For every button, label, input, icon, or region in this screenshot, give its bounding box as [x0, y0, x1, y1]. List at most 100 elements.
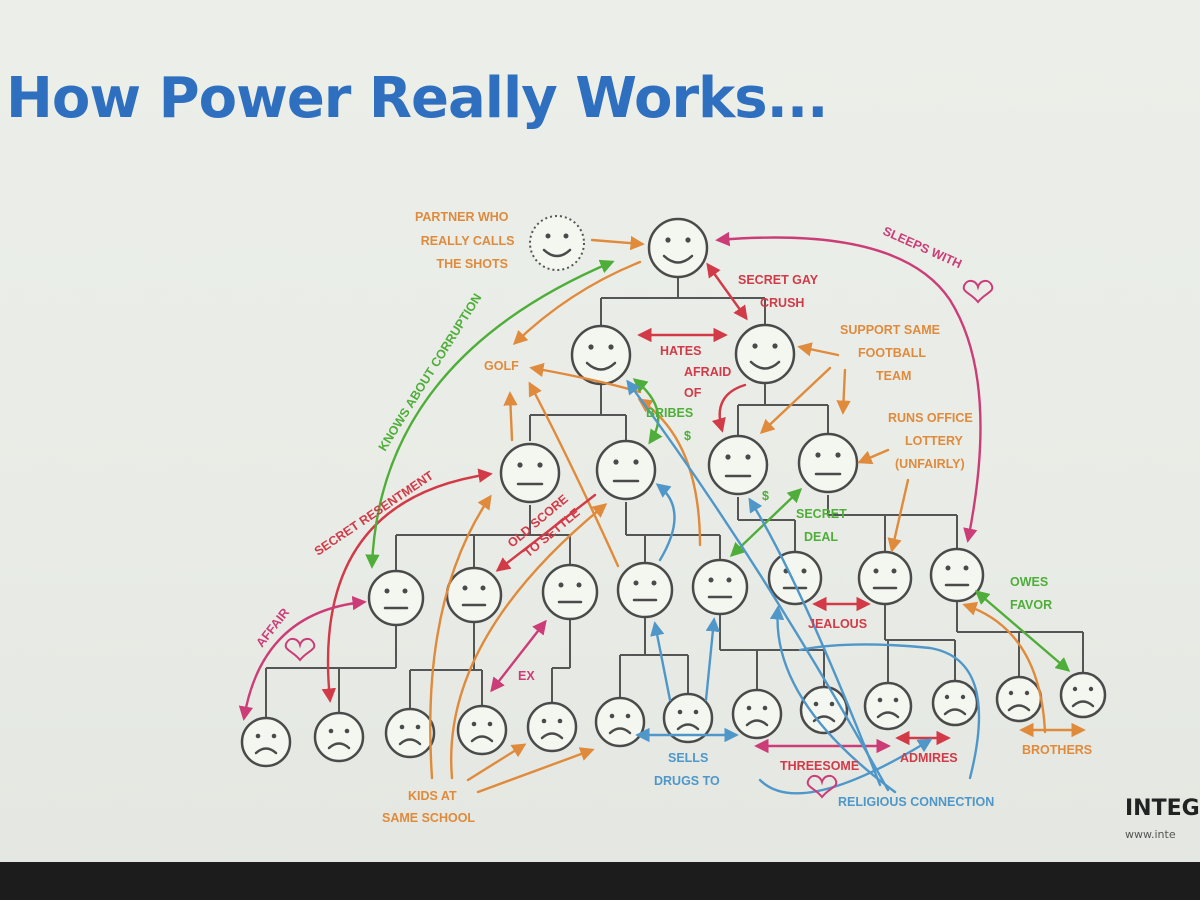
junior-face-12 — [995, 675, 1043, 723]
svg-text:SUPPORT SAME FOOTBALL: SUPPORT SAME FOOTBALL TEAM — [840, 323, 944, 383]
svg-text:PARTNER WHO REALLY CALLS: PARTNER WHO REALLY CALLS THE SHOTS — [415, 210, 518, 271]
label-partner-2: REALLY CALLS — [421, 234, 515, 248]
arrow-sleeps-with — [715, 231, 982, 543]
label-partner-1: PARTNER WHO — [415, 210, 509, 224]
arrow-football-3 — [836, 368, 851, 415]
junior-face-6 — [594, 696, 646, 748]
staff-face-5 — [691, 558, 749, 616]
company-url: www.inte — [1125, 828, 1176, 841]
arrow-football-1 — [797, 342, 840, 357]
junior-face-10 — [863, 681, 913, 731]
junior-face-2 — [313, 711, 365, 763]
label-sleeps-with: SLEEPS WITH — [881, 224, 964, 271]
label-knows-corruption: KNOWS ABOUT CORRUPTION — [376, 291, 485, 454]
arrow-religious-5 — [758, 738, 933, 795]
label-secret-gay-2: CRUSH — [760, 296, 804, 310]
label-partner-3: THE SHOTS — [436, 257, 508, 271]
arrow-religious-2 — [626, 379, 890, 792]
staff-face-2 — [445, 566, 503, 624]
svg-text:KIDS AT SAME SCHOOL: KIDS AT SAME SCHOOL — [382, 789, 475, 825]
staff-face-8 — [929, 547, 985, 603]
arrow-afraid — [711, 383, 747, 433]
heart-icon — [962, 279, 994, 304]
label-owes-2: FAVOR — [1010, 598, 1052, 612]
arrow-secret-deal — [729, 488, 803, 557]
staff-face-3 — [541, 563, 599, 621]
label-sells-2: DRUGS TO — [654, 774, 720, 788]
label-golf: GOLF — [484, 359, 519, 373]
label-kids-2: SAME SCHOOL — [382, 811, 475, 825]
arrow-kids-3 — [466, 743, 527, 782]
junior-face-3 — [384, 707, 436, 759]
label-secret-deal-1: $ — [762, 489, 769, 503]
slide-title: How Power Really Works... — [6, 66, 828, 131]
boss-face — [647, 217, 709, 279]
heart-icon — [806, 774, 838, 799]
arrow-ex — [490, 619, 547, 693]
svg-text:AFRAID OF: AFRAID OF — [684, 365, 735, 400]
label-religious: RELIGIOUS CONNECTION — [838, 795, 994, 809]
label-owes-1: OWES — [1010, 575, 1048, 589]
label-support-1: SUPPORT SAME — [840, 323, 940, 337]
label-lottery-1: RUNS OFFICE — [888, 411, 973, 425]
arrow-drugs-up-1 — [650, 621, 672, 702]
arrow-affair — [238, 595, 367, 721]
label-sells-1: SELLS — [668, 751, 708, 765]
junior-face-5 — [526, 701, 578, 753]
svg-text:OLD SCORE TO SETTLE: OLD SCORE TO SETTLE — [505, 490, 585, 565]
arrow-bribes — [632, 378, 663, 445]
label-ex: EX — [518, 669, 535, 683]
relationship-arrows — [238, 231, 1086, 795]
label-support-3: TEAM — [876, 369, 911, 383]
label-support-2: FOOTBALL — [858, 346, 926, 360]
label-secret-gay-1: SECRET GAY — [738, 273, 819, 287]
staff-face-4 — [616, 561, 674, 619]
svg-text:$ SECRET DEAL: $ SECRET DEAL — [762, 489, 850, 544]
junior-face-4 — [456, 704, 508, 756]
label-secret-deal-3: DEAL — [804, 530, 838, 544]
label-secret-deal-2: SECRET — [796, 507, 847, 521]
arrow-knows-corruption — [365, 259, 615, 569]
screen-bottom-edge — [0, 862, 1200, 900]
junior-face-8 — [731, 688, 783, 740]
label-admires: ADMIRES — [900, 751, 958, 765]
label-threesome: THREESOME — [780, 759, 859, 773]
arrow-lottery-1 — [857, 448, 890, 465]
arrow-owes-favor — [974, 590, 1071, 672]
label-jealous: JEALOUS — [808, 617, 867, 631]
company-logo: INTEGR — [1125, 796, 1200, 821]
manager-face-3 — [707, 434, 769, 496]
arrow-kids-4 — [476, 747, 595, 794]
label-hates: HATES — [660, 344, 701, 358]
manager-face-2 — [595, 439, 657, 501]
arrow-golf-up — [503, 391, 518, 442]
label-brothers: BROTHERS — [1022, 743, 1092, 757]
junior-face-13 — [1059, 671, 1107, 719]
arrow-partner — [590, 235, 645, 251]
manager-face-4 — [797, 432, 859, 494]
junior-face-1 — [240, 716, 292, 768]
svg-text:SECRET GAY CRUSH: SECRET GAY CRUSH — [738, 273, 821, 310]
label-lottery-3: (UNFAIRLY) — [895, 457, 965, 471]
manager-face-1 — [499, 442, 561, 504]
director-face-right — [734, 323, 796, 385]
label-bribes-2: $ — [684, 429, 691, 443]
svg-text:SELLS DRUGS TO: SELLS DRUGS TO — [654, 751, 720, 788]
heart-icon — [284, 637, 316, 662]
label-kids-1: KIDS AT — [408, 789, 457, 803]
arrow-religious-4 — [798, 643, 981, 780]
director-face-left — [570, 324, 632, 386]
partner-face — [529, 215, 585, 271]
staff-face-6 — [767, 550, 823, 606]
svg-text:OWES FAVOR: OWES FAVOR — [1010, 575, 1052, 612]
arrow-blue-to-manager — [655, 483, 676, 562]
label-bribes-1: BRIBES — [646, 406, 693, 420]
arrow-religious-3 — [769, 605, 897, 794]
svg-text:BRIBES $: BRIBES $ — [646, 406, 697, 443]
label-lottery-2: LOTTERY — [905, 434, 964, 448]
arrow-religious-1 — [748, 497, 882, 787]
svg-text:RUNS OFFICE LOTTERY: RUNS OFFICE LOTTERY (UNFAIRLY) — [888, 411, 976, 471]
label-afraid-2: OF — [684, 386, 702, 400]
junior-face-11 — [931, 679, 979, 727]
staff-face-7 — [857, 550, 913, 606]
